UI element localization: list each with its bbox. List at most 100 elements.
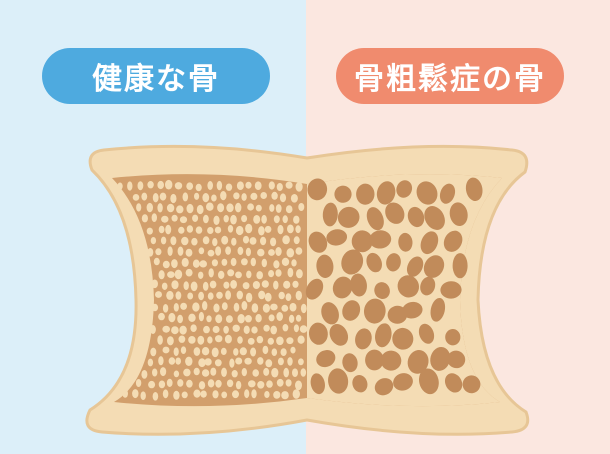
healthy-pore: [158, 225, 165, 234]
healthy-pore: [162, 346, 170, 354]
healthy-pore: [173, 303, 179, 312]
healthy-pore: [212, 238, 218, 247]
healthy-pore: [239, 347, 247, 356]
healthy-pore: [201, 369, 210, 377]
healthy-pore: [157, 203, 163, 213]
healthy-pore: [258, 226, 265, 236]
healthy-pore: [166, 203, 175, 213]
healthy-pore: [270, 237, 277, 247]
healthy-pore: [281, 257, 290, 266]
healthy-pore: [150, 237, 157, 245]
healthy-pore: [243, 325, 250, 334]
healthy-pore: [141, 192, 148, 201]
osteoporotic-pore: [396, 180, 413, 198]
healthy-pore: [212, 325, 220, 334]
healthy-pore: [158, 312, 165, 321]
healthy-pore: [215, 335, 223, 343]
healthy-pore: [171, 326, 179, 335]
healthy-pore: [157, 180, 164, 190]
healthy-pore: [193, 367, 200, 376]
healthy-pore: [167, 246, 173, 256]
healthy-pore: [198, 271, 204, 279]
healthy-pore: [235, 271, 242, 279]
healthy-pore: [127, 181, 133, 191]
healthy-pore: [295, 247, 303, 255]
healthy-pore: [221, 302, 228, 311]
healthy-pore: [224, 334, 232, 344]
osteoporotic-pore: [443, 230, 463, 252]
osteoporotic-pore: [444, 373, 463, 393]
healthy-pore: [245, 181, 252, 189]
healthy-pore: [150, 347, 157, 357]
healthy-pore: [221, 258, 228, 266]
healthy-pore: [300, 368, 307, 377]
healthy-pore: [147, 358, 154, 367]
healthy-pore: [236, 290, 243, 300]
healthy-pore: [273, 260, 280, 269]
healthy-pore: [166, 378, 173, 387]
healthy-pore: [209, 280, 217, 289]
healthy-pore: [245, 223, 253, 234]
healthy-pore: [214, 226, 222, 234]
healthy-pore: [268, 314, 275, 322]
osteoporotic-pore: [366, 207, 384, 231]
osteoporosis-bone-label-text: 骨粗鬆症の骨: [354, 62, 546, 97]
osteoporotic-pore: [334, 185, 352, 203]
healthy-pore: [244, 389, 250, 399]
healthy-pore: [255, 314, 262, 323]
osteoporotic-pore: [329, 324, 349, 346]
healthy-pore: [231, 370, 238, 378]
healthy-pore: [207, 181, 213, 190]
healthy-pore: [264, 225, 272, 233]
healthy-pore: [207, 227, 214, 234]
healthy-pore: [213, 215, 220, 225]
osteoporotic-pore: [465, 177, 483, 202]
healthy-pore: [285, 205, 293, 214]
healthy-pore: [287, 267, 294, 278]
healthy-pore: [177, 246, 184, 256]
osteoporotic-pore: [341, 249, 364, 275]
osteoporotic-pore: [393, 373, 413, 391]
healthy-pore: [257, 248, 265, 257]
healthy-pore: [293, 215, 300, 224]
osteoporotic-pore: [337, 206, 360, 228]
osteoporotic-pore: [386, 253, 401, 272]
healthy-pore: [140, 391, 146, 401]
healthy-pore: [273, 280, 279, 290]
healthy-pore: [233, 192, 240, 200]
healthy-pore: [215, 314, 223, 324]
osteoporotic-trabecular-pores: [305, 174, 502, 407]
healthy-pore: [233, 302, 240, 312]
healthy-pore: [180, 346, 187, 355]
healthy-pore: [287, 224, 294, 234]
healthy-pore: [174, 182, 183, 190]
healthy-pore: [221, 367, 227, 377]
healthy-pore: [187, 292, 194, 300]
healthy-pore: [292, 368, 298, 378]
healthy-pore: [263, 367, 270, 376]
healthy-pore: [162, 304, 169, 313]
healthy-pore: [291, 259, 297, 267]
healthy-pore: [260, 236, 267, 246]
healthy-pore: [269, 204, 275, 212]
healthy-pore: [216, 291, 223, 299]
healthy-pore: [241, 215, 248, 223]
healthy-pore: [202, 301, 208, 311]
healthy-pore: [298, 358, 304, 366]
healthy-pore: [246, 270, 252, 279]
healthy-pore: [260, 192, 268, 199]
healthy-pore: [258, 290, 266, 300]
healthy-pore: [207, 336, 213, 344]
healthy-pore: [282, 324, 289, 332]
healthy-pore: [198, 358, 206, 368]
healthy-pore: [268, 181, 275, 190]
healthy-pore: [270, 303, 278, 311]
healthy-pore: [202, 236, 210, 245]
healthy-pore: [171, 214, 178, 222]
healthy-pore: [296, 269, 303, 279]
healthy-pore: [278, 291, 285, 300]
healthy-pore: [155, 248, 162, 256]
healthy-pore: [247, 203, 255, 211]
healthy-pore: [132, 194, 140, 201]
